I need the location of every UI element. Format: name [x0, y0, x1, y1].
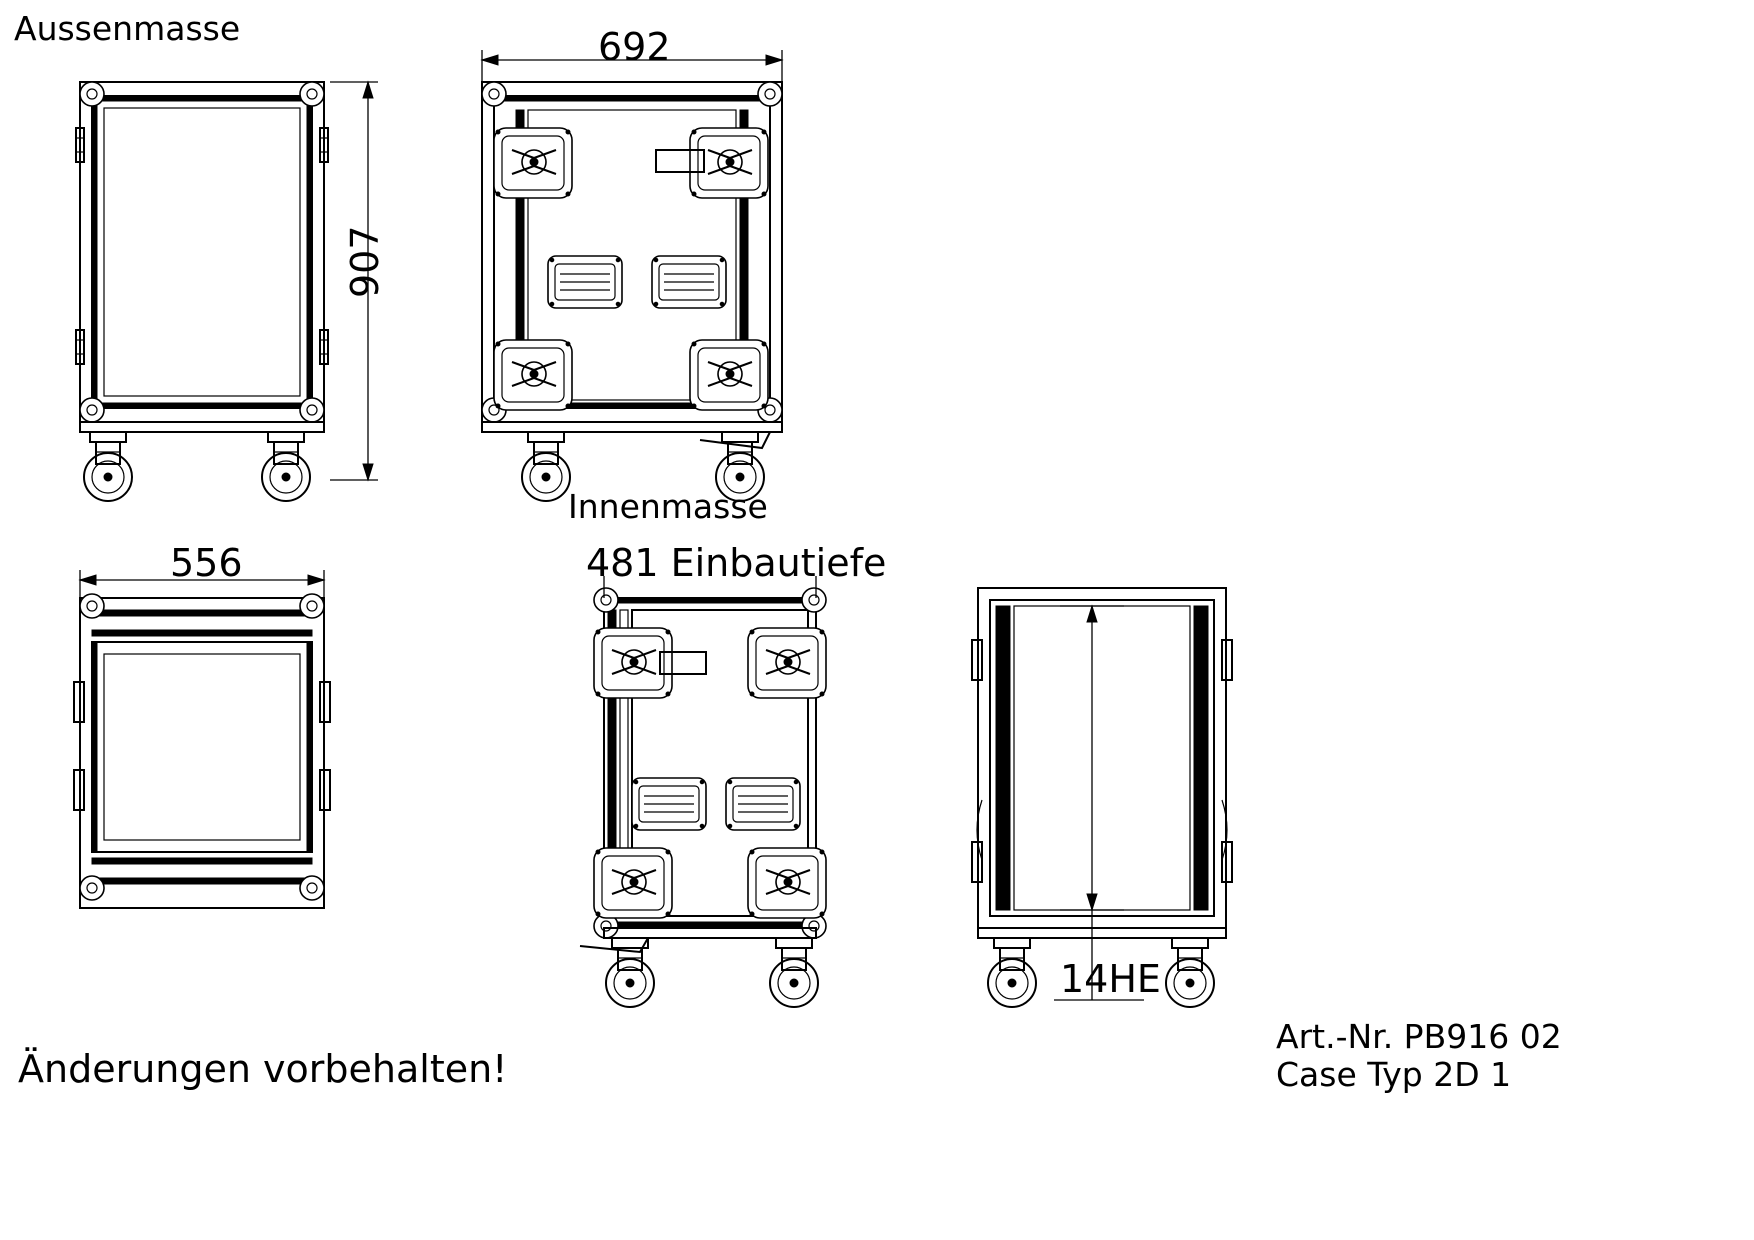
dimension-rack-units-label: 14HE — [1060, 957, 1161, 1001]
article-number: Art.-Nr. PB916 02 — [1276, 1017, 1562, 1056]
rear-view-rack — [971, 587, 1233, 1008]
outer-dimensions-label: Aussenmasse — [14, 9, 241, 48]
dimension-rack-units — [1054, 604, 1144, 1001]
front-view-outer — [481, 81, 783, 502]
front-view-inner — [579, 587, 827, 1008]
dimension-depth-label: 481 Einbautiefe — [586, 541, 887, 585]
dimension-width-outer-label: 692 — [598, 25, 671, 69]
dimension-depth — [603, 576, 817, 598]
dimension-width-inner-label: 556 — [170, 541, 243, 585]
dimension-height-label: 907 — [343, 225, 387, 298]
disclaimer-text: Änderungen vorbehalten! — [18, 1047, 508, 1091]
side-view-inner — [73, 593, 331, 909]
dimension-width-outer — [480, 50, 784, 82]
dimension-width-inner — [78, 570, 326, 598]
case-type: Case Typ 2D 1 — [1276, 1055, 1512, 1094]
inner-dimensions-label: Innenmasse — [568, 487, 768, 526]
dimension-height — [330, 80, 378, 482]
side-view-outer — [75, 81, 329, 502]
